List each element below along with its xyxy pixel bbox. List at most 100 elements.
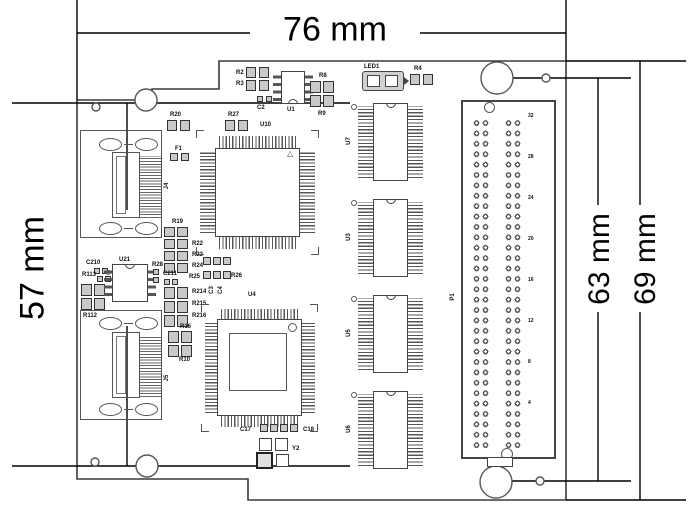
- j5-mount-pad: [135, 403, 158, 416]
- u4-corner-mark: [201, 304, 209, 312]
- u3-pins-right: [408, 202, 423, 274]
- refdes-c17: C17: [240, 427, 252, 433]
- network-r26: [203, 271, 231, 279]
- ic-u4: [217, 319, 302, 416]
- refdes-u1: U1: [287, 107, 295, 113]
- u4-corner-mark: [201, 424, 209, 432]
- ic-u7: U7: [346, 103, 424, 181]
- mounting-hole-bottom-right: [479, 465, 513, 499]
- led1-pointer: [404, 77, 409, 85]
- u3-pin1-mark: [351, 200, 357, 206]
- dimension-lines: [12, 0, 686, 501]
- j5-housing: [112, 332, 140, 398]
- u21-leads-left: [104, 268, 112, 296]
- u4-pins-bottom: [221, 416, 299, 427]
- u4-corner-mark: [310, 424, 318, 432]
- refdes-r113: R113: [82, 272, 97, 278]
- u7-notch: [385, 104, 396, 108]
- resistors-r112-grid: [81, 284, 105, 310]
- dimension-height-left: 57 mm: [13, 216, 52, 320]
- mounting-holes: [90, 61, 551, 499]
- u10-corner-mark: [196, 130, 204, 138]
- resistor-r2: [246, 67, 269, 78]
- refdes-c211: C211: [163, 271, 178, 277]
- p1-holes-right-group: [503, 118, 523, 451]
- u5-notch: [385, 296, 396, 300]
- resistor-r20: [167, 120, 190, 131]
- u3-body: [373, 199, 408, 277]
- dimension-height-inner: 63 mm: [583, 213, 616, 305]
- crystal-y2: [256, 452, 273, 469]
- refdes-y2: Y2: [292, 446, 300, 452]
- dimension-width: 76 mm: [283, 10, 387, 49]
- u7-pins-left: [358, 106, 373, 178]
- refdes-j5: J5: [164, 374, 170, 382]
- refdes-u6: U6: [346, 425, 352, 433]
- u4-corner-mark: [310, 304, 318, 312]
- refdes-p1: P1: [450, 293, 456, 301]
- pad: [259, 438, 272, 451]
- tooling-hole-top-right: [541, 73, 551, 83]
- u4-pins-top: [221, 309, 299, 320]
- u6-notch: [385, 392, 396, 396]
- u10-pins-top: [219, 136, 297, 148]
- u6-pin1-mark: [351, 392, 357, 398]
- mounting-hole-top-left: [134, 88, 158, 112]
- refdes-u10: U10: [260, 122, 272, 128]
- u4-die-outline: [229, 333, 287, 391]
- j4-dash: [124, 228, 133, 229]
- resistor-r28: [153, 269, 159, 283]
- refdes-r19: R19: [172, 219, 184, 225]
- refdes-r112: R112: [83, 313, 98, 319]
- u6-pins-right: [408, 394, 423, 466]
- p1-polarize-hole-top: [484, 102, 495, 113]
- caps-row: [260, 424, 298, 432]
- refdes-c210: C210: [86, 260, 101, 266]
- refdes-c3: C3: [209, 286, 215, 294]
- u10-pins-bottom: [219, 237, 297, 249]
- j5-mount-pad: [99, 403, 122, 416]
- j5-dash: [124, 323, 133, 324]
- refdes-r216: R216: [192, 313, 207, 319]
- tooling-hole-bottom-left: [90, 457, 100, 467]
- j5-mount-pad: [135, 317, 158, 330]
- refdes-r214: R214: [192, 289, 207, 295]
- j4-housing: [112, 152, 140, 218]
- u7-body: [373, 103, 408, 181]
- refdes-r22: R22: [192, 241, 204, 247]
- resistor-r4: [410, 74, 433, 85]
- cap-c2: [257, 96, 272, 102]
- refdes-j4: J4: [164, 182, 170, 190]
- ic-u3: U3: [346, 199, 424, 277]
- p1-row-marker: 20: [528, 236, 534, 242]
- j5-mount-pad: [99, 317, 122, 330]
- refdes-u21: U21: [119, 257, 131, 263]
- ic-u5: U5: [346, 295, 424, 373]
- refdes-r4: R4: [414, 66, 422, 72]
- connector-j5-shell: [80, 310, 162, 420]
- refdes-u7: U7: [346, 137, 352, 145]
- u5-pins-right: [408, 298, 423, 370]
- u5-pins-left: [358, 298, 373, 370]
- u21-notch: [125, 265, 135, 269]
- fuse-f1: [170, 153, 189, 161]
- u4-pins-left: [205, 323, 218, 413]
- refdes-r24: R24: [192, 263, 204, 269]
- ic-u6: U6: [346, 391, 424, 469]
- refdes-r10: R10: [179, 357, 191, 363]
- pad: [276, 454, 289, 467]
- p1-row-marker: 32: [528, 113, 534, 119]
- tooling-hole-top-left: [91, 102, 101, 112]
- j5-dash: [124, 409, 133, 410]
- refdes-r215: R215: [192, 301, 207, 307]
- u1-leads-right: [305, 74, 313, 101]
- p1-holes-left-group: [471, 118, 491, 451]
- u10-pins-left: [200, 152, 215, 233]
- u10-corner-mark: [196, 247, 204, 255]
- refdes-r25: R25: [189, 274, 201, 280]
- j4-mount-pad: [99, 222, 122, 235]
- u5-pin1-mark: [351, 296, 357, 302]
- u5-body: [373, 295, 408, 373]
- u10-pin1-triangle: △: [287, 149, 294, 158]
- refdes-led1: LED1: [364, 64, 380, 70]
